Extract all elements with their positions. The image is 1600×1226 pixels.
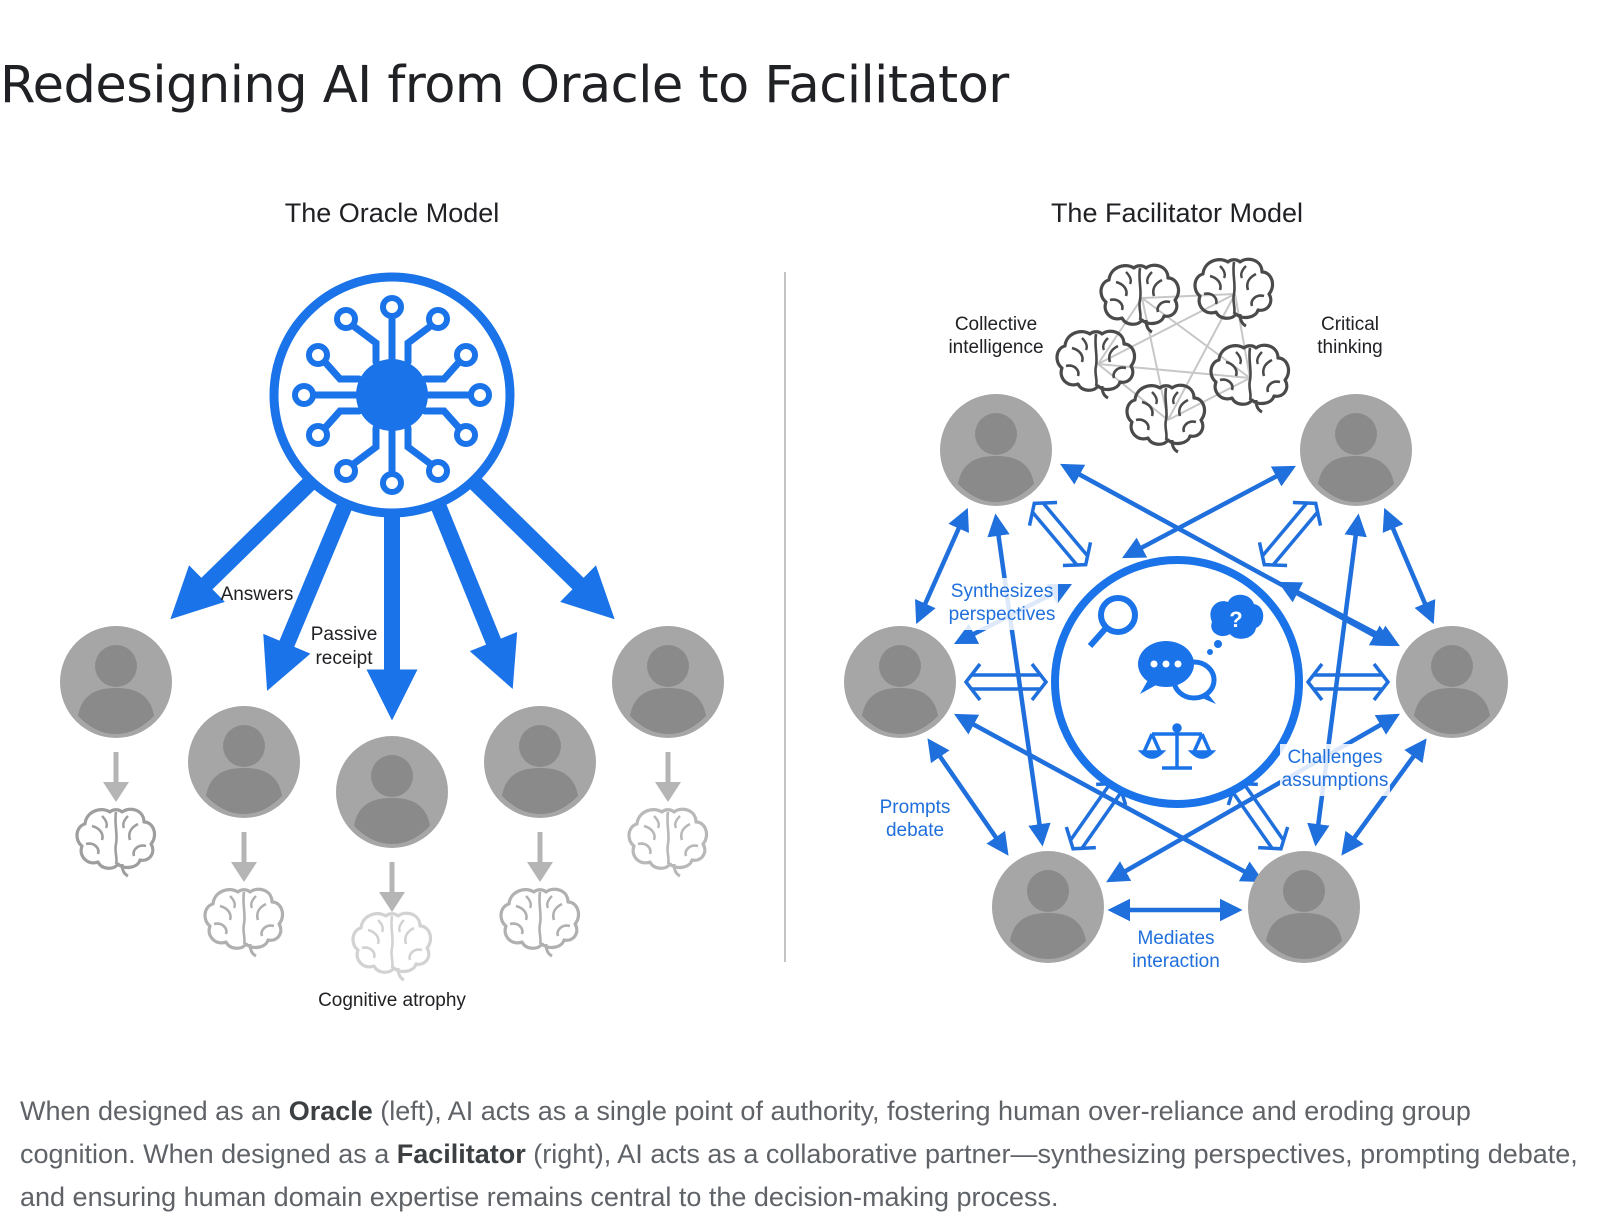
person-icon (992, 851, 1104, 963)
oracle-answer-arrows (170, 472, 615, 721)
answers-label: Answers (221, 584, 294, 605)
person-icon (188, 706, 300, 818)
mediates-interaction-label-line1: Mediates (1137, 928, 1214, 949)
down-arrow-icon (231, 832, 257, 882)
svg-text:?: ? (1229, 607, 1242, 632)
prompts-debate-label-line2: debate (886, 820, 944, 841)
passive-receipt-label-line2: receipt (315, 648, 373, 669)
oracle-model: The Oracle Model (60, 198, 724, 1011)
critical-thinking-label-line2: thinking (1317, 337, 1383, 358)
person-icon (60, 626, 172, 738)
brain-icon (1099, 263, 1181, 334)
caption-text: (left), AI acts as a single point of aut… (20, 1096, 1471, 1169)
prompts-debate-label-line1: Prompts (880, 797, 951, 818)
brain-icon (203, 887, 285, 958)
person-icon (940, 394, 1052, 506)
brain-icon (1209, 343, 1291, 414)
facilitator-hub: ? (1051, 556, 1303, 808)
brain-icon (1055, 329, 1137, 400)
down-arrow-icon (103, 752, 129, 802)
facilitator-heading: The Facilitator Model (1051, 198, 1303, 228)
synthesizes-perspectives-label-line1: Synthesizes (951, 581, 1053, 602)
scales-icon (1137, 723, 1217, 770)
brain-icon (627, 807, 709, 878)
person-icon (612, 626, 724, 738)
brain-icon (499, 887, 581, 958)
oracle-heading: The Oracle Model (285, 198, 500, 228)
chat-bubbles-icon (1138, 641, 1217, 704)
brain-icon (75, 807, 157, 878)
brain-network (1055, 257, 1291, 454)
figure-caption: When designed as an Oracle (left), AI ac… (20, 1090, 1580, 1219)
question-cloud-icon: ? (1207, 594, 1264, 655)
down-arrow-icon (527, 832, 553, 882)
page-title: Redesigning AI from Oracle to Facilitato… (0, 56, 1009, 115)
down-arrow-icon (379, 862, 405, 912)
critical-thinking-label-line1: Critical (1321, 314, 1379, 335)
mediates-interaction-label-line2: interaction (1132, 951, 1220, 972)
caption-oracle-term: Oracle (288, 1096, 373, 1126)
magnifier-icon (1087, 595, 1138, 648)
person-icon (844, 626, 956, 738)
caption-facilitator-term: Facilitator (396, 1139, 526, 1169)
collective-intelligence-label-line1: Collective (955, 314, 1037, 335)
cognitive-atrophy-label: Cognitive atrophy (318, 990, 466, 1011)
caption-text: (right), AI acts as a collaborative part… (20, 1139, 1578, 1212)
challenges-assumptions-label-line2: assumptions (1282, 770, 1389, 791)
brain-icon (351, 911, 433, 982)
collective-intelligence-label-line2: intelligence (948, 337, 1043, 358)
facilitator-model: The Facilitator Model Collective int (844, 198, 1508, 972)
ai-chip-icon (269, 272, 515, 518)
synthesizes-perspectives-label-line2: perspectives (949, 604, 1056, 625)
person-icon (1300, 394, 1412, 506)
double-arrows (963, 500, 1391, 851)
down-arrow-icon (655, 752, 681, 802)
person-icon (336, 736, 448, 848)
person-icon (1248, 851, 1360, 963)
caption-text: When designed as an (20, 1096, 289, 1126)
person-icon (1396, 626, 1508, 738)
oracle-facilitator-diagram: The Oracle Model (60, 198, 1508, 1011)
person-icon (484, 706, 596, 818)
brain-icon (1193, 257, 1275, 328)
challenges-assumptions-label-line1: Challenges (1287, 747, 1382, 768)
passive-receipt-label-line1: Passive (311, 624, 378, 645)
